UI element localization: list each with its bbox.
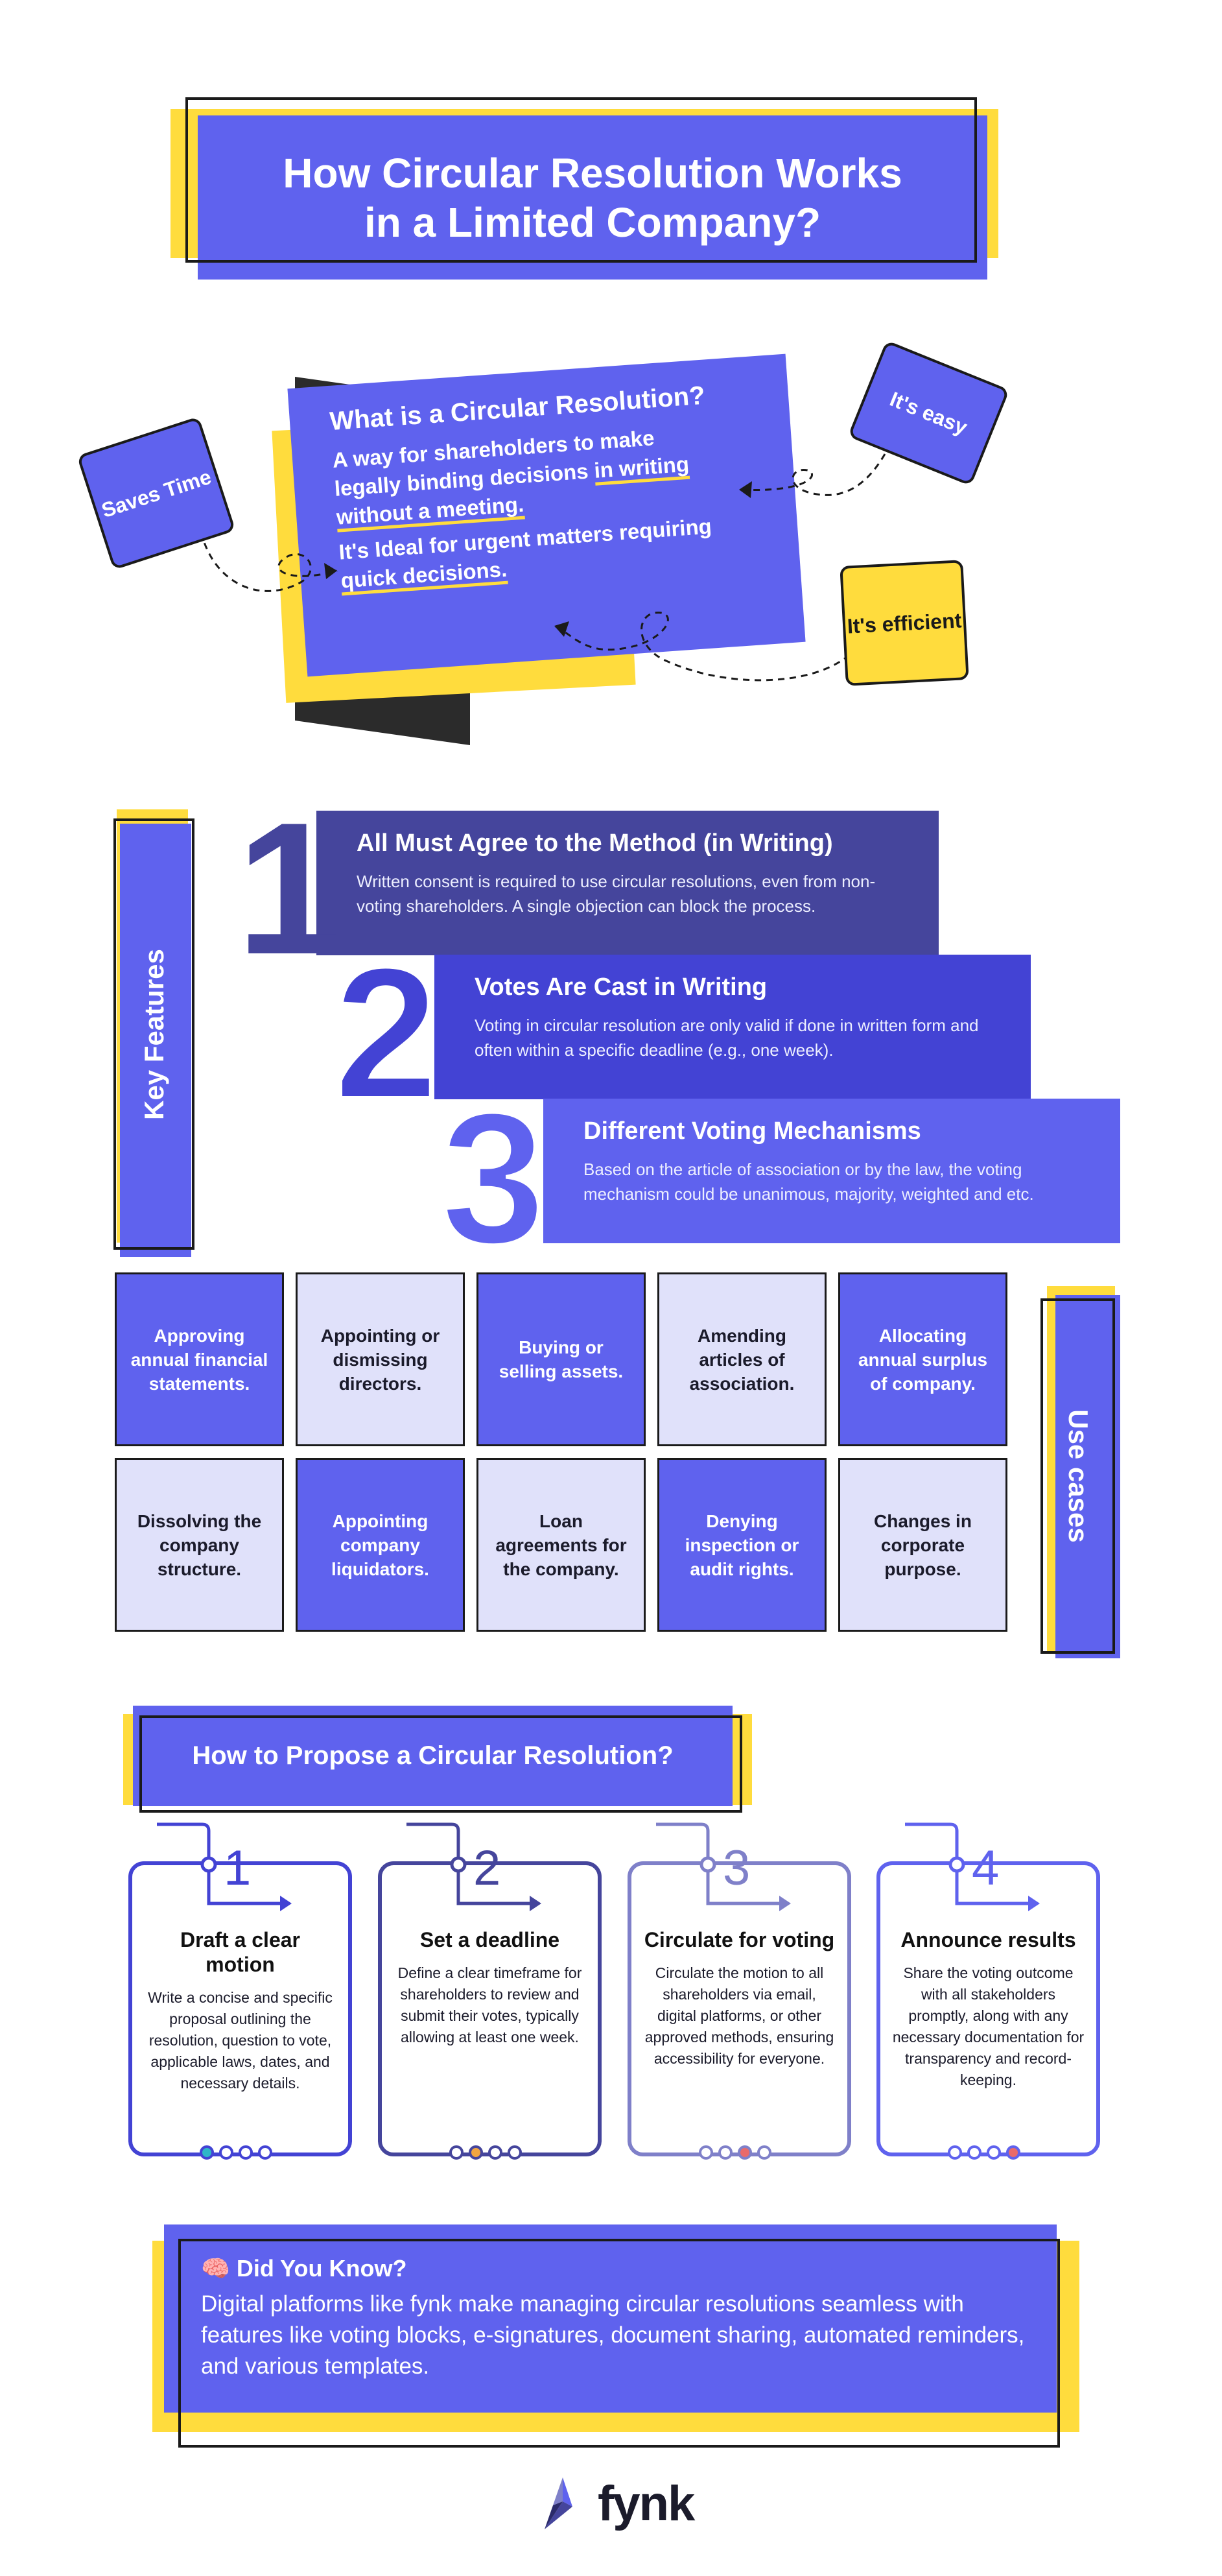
use-case-1: Approving annual financial statements. — [115, 1272, 284, 1446]
title-frame — [185, 97, 977, 263]
step-dot — [508, 2145, 522, 2160]
step-dots-4 — [948, 2145, 1020, 2160]
feature-card-3: Different Voting Mechanisms Based on the… — [543, 1099, 1120, 1243]
use-case-10: Changes in corporate purpose. — [838, 1458, 1007, 1632]
step-desc-3: Circulate the motion to all shareholders… — [644, 1964, 834, 2067]
step-number-1: 1 — [224, 1841, 252, 1896]
step-desc-1: Write a concise and specific proposal ou… — [148, 1989, 333, 2092]
step-dots-2 — [449, 2145, 522, 2160]
key-features-blue-panel — [120, 824, 191, 1257]
dashed-connector-lines — [200, 453, 886, 682]
step-number-4: 4 — [972, 1841, 1000, 1896]
step-dot — [488, 2145, 502, 2160]
step-connector-4 — [905, 1822, 1040, 1911]
step-card-4: Announce results Share the voting outcom… — [876, 1861, 1100, 2156]
use-case-6: Dissolving the company structure. — [115, 1458, 284, 1632]
step-card-1: Draft a clear motion Write a concise and… — [128, 1861, 352, 2156]
its-efficient-text: It's efficient — [846, 608, 963, 638]
feature-number-3: 3 — [439, 1073, 547, 1283]
title-blue-panel — [198, 115, 987, 280]
step-dot — [757, 2145, 771, 2160]
step-title-2: Set a deadline — [419, 1928, 560, 1951]
propose-blue-panel — [133, 1706, 733, 1806]
step-card-3: Circulate for voting Circulate the motio… — [628, 1861, 851, 2156]
step-connector-2 — [406, 1822, 541, 1911]
step-dot — [258, 2145, 272, 2160]
step-dot — [987, 2145, 1001, 2160]
use-case-5: Allocating annual surplus of company. — [838, 1272, 1007, 1446]
did-you-know-content: 🧠 Did You Know? Digital platforms like f… — [201, 2254, 1044, 2382]
step-dot — [967, 2145, 981, 2160]
key-features-label: Key Features — [113, 818, 194, 1250]
feature-desc-3: Based on the article of association or b… — [583, 1160, 1034, 1204]
did-you-know-heading: 🧠 Did You Know? — [201, 2255, 407, 2282]
step-desc-4: Share the voting outcome with all stakeh… — [892, 1964, 1085, 2088]
step-dot — [219, 2145, 233, 2160]
use-cases-label: Use cases — [1040, 1298, 1115, 1654]
step-dot — [1006, 2145, 1020, 2160]
step-number-3: 3 — [723, 1841, 751, 1896]
its-efficient-bubble: It's efficient — [840, 560, 969, 686]
feature-card-1: All Must Agree to the Method (in Writing… — [316, 811, 939, 955]
step-dot — [469, 2145, 483, 2160]
use-cases-label-text: Use cases — [1063, 1409, 1094, 1543]
key-features-label-text: Key Features — [138, 948, 169, 1120]
fynk-logo-text: fynk — [598, 2475, 695, 2531]
did-you-know-body: Digital platforms like fynk make managin… — [201, 2291, 1025, 2379]
page-title-line2: in a Limited Company? — [364, 198, 821, 246]
use-case-4: Amending articles of association. — [657, 1272, 827, 1446]
step-dot — [200, 2145, 214, 2160]
use-case-7: Appointing company liquidators. — [296, 1458, 465, 1632]
use-case-3: Buying or selling assets. — [476, 1272, 646, 1446]
step-title-1: Draft a clear motion — [180, 1928, 300, 1976]
step-number-2: 2 — [473, 1841, 501, 1896]
fynk-logo: fynk — [537, 2471, 705, 2536]
step-dot — [699, 2145, 713, 2160]
propose-frame — [139, 1715, 742, 1813]
step-dots-1 — [200, 2145, 272, 2160]
step-dot — [449, 2145, 464, 2160]
feature-card-2: Votes Are Cast in Writing Voting in circ… — [434, 955, 1031, 1099]
propose-heading: How to Propose a Circular Resolution? — [192, 1741, 674, 1770]
feature-title-1: All Must Agree to the Method (in Writing… — [357, 829, 833, 857]
feature-title-3: Different Voting Mechanisms — [583, 1117, 921, 1145]
step-title-4: Announce results — [900, 1928, 1076, 1951]
its-easy-text: It's easy — [886, 387, 971, 440]
step-dots-3 — [699, 2145, 771, 2160]
page-title-line1: How Circular Resolution Works — [283, 149, 902, 197]
use-case-9: Denying inspection or audit rights. — [657, 1458, 827, 1632]
step-connector-3 — [656, 1822, 791, 1911]
use-cases-frame — [1040, 1298, 1115, 1654]
step-dot — [738, 2145, 752, 2160]
step-desc-2: Define a clear timeframe for shareholder… — [397, 1964, 582, 2045]
saves-time-text: Saves Time — [98, 464, 215, 522]
feature-desc-1: Written consent is required to use circu… — [357, 872, 876, 916]
feature-number-1: 1 — [237, 783, 342, 994]
step-connector-1 — [157, 1822, 292, 1911]
feature-number-2: 2 — [332, 928, 440, 1138]
key-features-frame — [113, 818, 194, 1250]
page-title: How Circular Resolution Works in a Limit… — [198, 115, 987, 280]
fynk-logo-icon — [545, 2477, 572, 2529]
did-you-know-frame — [178, 2239, 1060, 2448]
use-case-8: Loan agreements for the company. — [476, 1458, 646, 1632]
step-title-3: Circulate for voting — [644, 1928, 835, 1951]
feature-desc-2: Voting in circular resolution are only v… — [475, 1016, 979, 1060]
step-dot — [948, 2145, 962, 2160]
step-dot — [718, 2145, 733, 2160]
did-you-know-panel — [164, 2224, 1057, 2413]
use-case-2: Appointing or dismissing directors. — [296, 1272, 465, 1446]
step-card-2: Set a deadline Define a clear timeframe … — [378, 1861, 602, 2156]
use-cases-blue-panel — [1055, 1295, 1120, 1658]
feature-title-2: Votes Are Cast in Writing — [475, 973, 768, 1001]
step-dot — [239, 2145, 253, 2160]
